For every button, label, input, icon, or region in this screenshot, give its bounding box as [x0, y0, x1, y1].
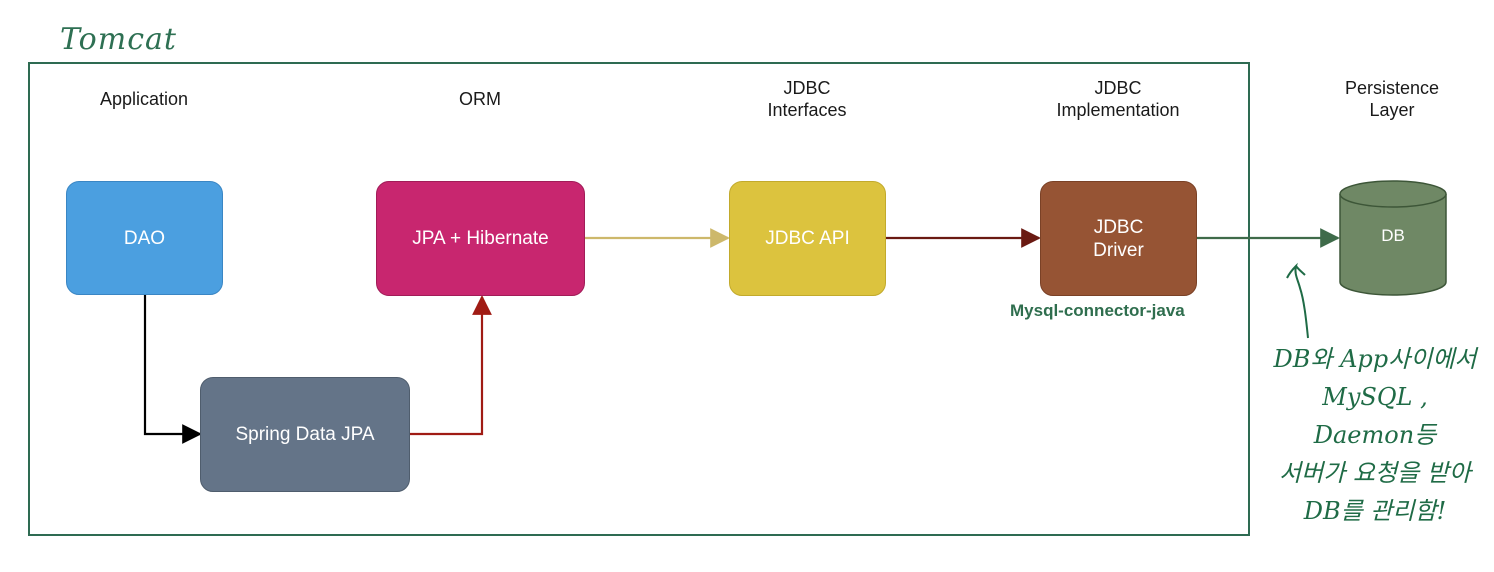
jdbc-api-node: JDBC API — [729, 181, 886, 296]
jdbc-driver-node: JDBC Driver — [1040, 181, 1197, 296]
dao-node: DAO — [66, 181, 223, 295]
annotation-line-4: DB를 관리함! — [1303, 497, 1447, 525]
annotation-arrow — [1286, 262, 1309, 339]
column-label-persistence-layer: Persistence Layer — [1282, 77, 1494, 121]
column-label-orm-line: ORM — [459, 89, 501, 109]
column-label-jdbc-interfaces-line-2: Interfaces — [767, 100, 847, 120]
jdbc-driver-node-label-line-1: JDBC — [1093, 216, 1144, 238]
driver-caption: Mysql-connector-java — [1010, 301, 1185, 320]
edge-spring-data-jpa-to-jpa-hibernate — [410, 295, 492, 436]
db-node-label: DB — [1381, 226, 1405, 245]
column-label-persistence-line-2: Layer — [1369, 100, 1415, 120]
column-label-jdbc-implementation-line-2: Implementation — [1056, 100, 1180, 120]
jdbc-api-node-label: JDBC API — [765, 228, 850, 249]
column-label-application: Application — [34, 88, 254, 110]
jpa-hibernate-node-label: JPA + Hibernate — [412, 228, 549, 249]
tomcat-container — [28, 62, 1250, 536]
spring-data-jpa-node-label: Spring Data JPA — [235, 424, 375, 445]
annotation-line-1: DB와 App사이에서 — [1273, 345, 1477, 373]
column-label-jdbc-implementation-line-1: JDBC — [1094, 78, 1142, 98]
tomcat-label: Tomcat — [60, 22, 177, 57]
dao-node-label: DAO — [123, 227, 166, 249]
annotation-line-2: MySQL , Daemon등 — [1313, 383, 1437, 449]
column-label-jdbc-implementation: JDBC Implementation — [1008, 77, 1228, 121]
column-label-jdbc-interfaces-line-1: JDBC — [783, 78, 831, 98]
db-cylinder — [1339, 180, 1447, 296]
edge-dao-to-spring-data-jpa — [143, 295, 202, 444]
spring-data-jpa-node: Spring Data JPA — [200, 377, 410, 492]
handwritten-annotation: DB와 App사이에서 MySQL , Daemon등 서버가 요청을 받아 D… — [1270, 340, 1480, 530]
column-label-persistence-line-1: Persistence — [1344, 78, 1440, 98]
jdbc-driver-node-label-line-2: Driver — [1093, 239, 1144, 261]
column-label-jdbc-interfaces: JDBC Interfaces — [697, 77, 917, 121]
column-label-application-line: Application — [99, 89, 189, 109]
jpa-hibernate-node: JPA + Hibernate — [376, 181, 585, 296]
column-label-orm: ORM — [370, 88, 590, 110]
annotation-line-3: 서버가 요청을 받아 — [1279, 459, 1471, 487]
